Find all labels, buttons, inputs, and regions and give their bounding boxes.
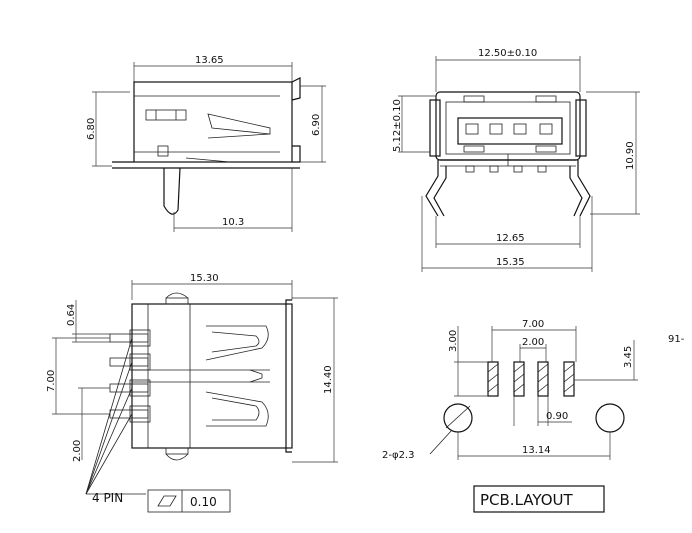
- dim-pin-width: 0.64: [66, 304, 77, 326]
- pcb-layout: 7.00 2.00 3.00 3.45 0.90: [382, 319, 638, 513]
- mounting-hole-right: [595, 403, 625, 433]
- dim-pcb-height-left: 3.00: [448, 330, 459, 352]
- front-view: 12.50±0.10 5.12±0.10: [392, 48, 640, 272]
- side-view: 13.65 6.80 6.90 10.3: [86, 55, 326, 232]
- dim-side-bottom: 10.3: [222, 217, 244, 228]
- dim-top-width: 15.30: [190, 273, 219, 284]
- pcb-title: PCB.LAYOUT: [480, 491, 574, 509]
- dim-side-height-right: 6.90: [311, 114, 322, 136]
- dim-front-width-bottom: 15.35: [496, 257, 525, 268]
- edge-text: 91-: [668, 334, 685, 345]
- pin-label: 4 PIN: [92, 491, 123, 505]
- dim-pcb-pad: 0.90: [546, 411, 568, 422]
- dim-front-height-left: 5.12±0.10: [392, 99, 403, 152]
- dim-front-height-right: 10.90: [625, 141, 636, 170]
- top-view: 15.30 0.64 7.00: [46, 273, 338, 513]
- dim-front-width-mid: 12.65: [496, 233, 525, 244]
- dim-pin-pitch-small: 2.00: [72, 440, 83, 462]
- dim-pcb-span: 13.14: [522, 445, 551, 456]
- dim-front-width-top: 12.50±0.10: [478, 48, 537, 59]
- tolerance-value: 0.10: [190, 495, 217, 509]
- dim-pcb-height-right: 3.45: [623, 346, 634, 368]
- hole-label: 2-φ2.3: [382, 450, 414, 461]
- flatness-symbol-icon: [157, 495, 177, 507]
- dim-pcb-width-top: 7.00: [522, 319, 544, 330]
- dim-side-height-left: 6.80: [86, 118, 97, 140]
- dim-top-height: 14.40: [323, 365, 334, 394]
- dim-pin-pitch-big: 7.00: [46, 370, 57, 392]
- dim-pcb-pitch: 2.00: [522, 337, 544, 348]
- dim-side-width: 13.65: [195, 55, 224, 66]
